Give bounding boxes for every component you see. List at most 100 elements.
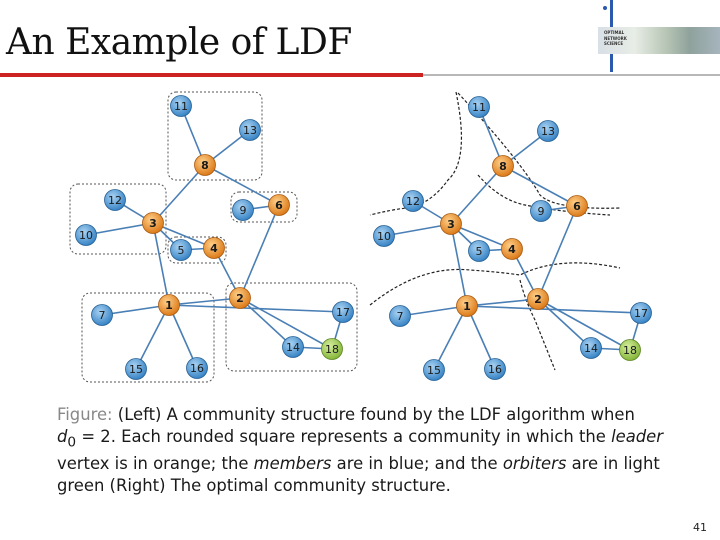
right-node-11: 11	[468, 96, 490, 118]
logo-line-3: SCIENCE	[604, 41, 624, 46]
left-edge-8-3	[152, 164, 206, 224]
right-node-12-label: 12	[406, 195, 420, 208]
right-node-14-label: 14	[584, 342, 598, 355]
right-node-12: 12	[402, 190, 424, 212]
right-node-18: 18	[619, 339, 641, 361]
right-node-1-label: 1	[463, 300, 471, 313]
right-node-8: 8	[492, 155, 514, 177]
caption-label: Figure:	[57, 405, 113, 424]
right-node-14: 14	[580, 337, 602, 359]
right-edge-8-3	[450, 165, 504, 225]
right-edge-4-3	[450, 223, 513, 250]
right-edge-1-7	[399, 305, 468, 317]
left-edge-1-15	[135, 304, 170, 370]
right-node-3-label: 3	[447, 218, 455, 231]
left-node-18: 18	[321, 338, 343, 360]
right-edge-1-2	[466, 298, 539, 307]
optimal-network-science-logo: OPTIMAL NETWORK SCIENCE	[598, 27, 720, 54]
right-node-13-label: 13	[541, 125, 555, 138]
right-edge-2-14	[537, 298, 592, 349]
right-node-17-label: 17	[634, 307, 648, 320]
right-node-7-circle	[389, 305, 411, 327]
right-node-3-circle	[440, 213, 462, 235]
right-node-7-label: 7	[397, 310, 404, 323]
community-box-5-4	[167, 236, 227, 264]
left-edge-4-3	[152, 222, 215, 249]
left-node-11-label: 11	[174, 100, 188, 113]
left-node-2-label: 2	[236, 292, 244, 305]
left-node-11: 11	[170, 95, 192, 117]
left-node-4: 4	[203, 237, 225, 259]
community-box-1	[81, 292, 215, 383]
left-node-1-label: 1	[165, 299, 173, 312]
right-node-16-circle	[484, 358, 506, 380]
right-node-2-label: 2	[534, 293, 542, 306]
left-node-6: 6	[268, 194, 290, 216]
right-edge-10-3	[383, 223, 452, 237]
left-edge-1-2	[168, 297, 241, 306]
right-edge-2-18	[537, 298, 631, 351]
left-node-8-label: 8	[201, 159, 209, 172]
left-node-6-label: 6	[275, 199, 283, 212]
left-node-7: 7	[91, 304, 113, 326]
left-node-16-circle	[186, 357, 208, 379]
left-node-10-circle	[75, 224, 97, 246]
right-node-4-circle	[501, 238, 523, 260]
logo-dot	[603, 6, 607, 10]
left-node-2-circle	[229, 287, 251, 309]
community-box-2	[225, 282, 358, 372]
left-node-10: 10	[75, 224, 97, 246]
left-node-14-label: 14	[286, 341, 300, 354]
right-node-6-label: 6	[573, 200, 581, 213]
left-edge-2-18	[239, 297, 333, 350]
partition-cut-5	[519, 279, 556, 371]
right-node-13: 13	[537, 120, 559, 142]
partition-cut-4	[369, 262, 621, 306]
caption-part-4: are in blue; and the	[331, 454, 503, 474]
left-node-10-label: 10	[79, 229, 93, 242]
right-node-9: 9	[530, 200, 552, 222]
right-node-15-label: 15	[427, 364, 441, 377]
left-node-2: 2	[229, 287, 251, 309]
caption-leader: leader	[611, 427, 664, 446]
right-node-3: 3	[440, 213, 462, 235]
caption-d0-subscript: 0	[67, 434, 77, 451]
right-node-17: 17	[630, 302, 652, 324]
right-edge-6-2	[537, 205, 578, 300]
right-node-11-circle	[468, 96, 490, 118]
right-node-1-circle	[456, 295, 478, 317]
right-node-5-circle	[468, 240, 490, 262]
right-node-10-circle	[373, 225, 395, 247]
title-underline	[0, 73, 423, 77]
left-node-5: 5	[170, 239, 192, 261]
right-node-15: 15	[423, 359, 445, 381]
logo-text: OPTIMAL NETWORK SCIENCE	[604, 30, 627, 47]
caption-d0: d	[57, 427, 68, 446]
left-edge-8-6	[204, 164, 280, 206]
right-edge-1-16	[466, 305, 496, 370]
left-node-14-circle	[282, 336, 304, 358]
right-node-2: 2	[527, 288, 549, 310]
left-node-6-circle	[268, 194, 290, 216]
right-node-17-circle	[630, 302, 652, 324]
community-box-8	[167, 91, 263, 181]
left-node-1-circle	[158, 294, 180, 316]
right-node-11-label: 11	[472, 101, 486, 114]
caption-part-1: (Left) A community structure found by th…	[117, 405, 635, 424]
right-node-12-circle	[402, 190, 424, 212]
right-node-16-label: 16	[488, 363, 502, 376]
left-node-3-circle	[142, 212, 164, 234]
left-node-16-label: 16	[190, 362, 204, 375]
figure-caption: Figure: (Left) A community structure fou…	[57, 404, 682, 497]
left-node-13-label: 13	[243, 124, 257, 137]
right-edge-3-1	[450, 223, 468, 307]
right-node-13-circle	[537, 120, 559, 142]
left-node-4-label: 4	[210, 242, 218, 255]
right-node-1: 1	[456, 295, 478, 317]
right-edge-8-6	[502, 165, 578, 207]
caption-part-3: vertex is in orange; the	[57, 454, 254, 474]
right-edge-1-15	[433, 305, 468, 371]
